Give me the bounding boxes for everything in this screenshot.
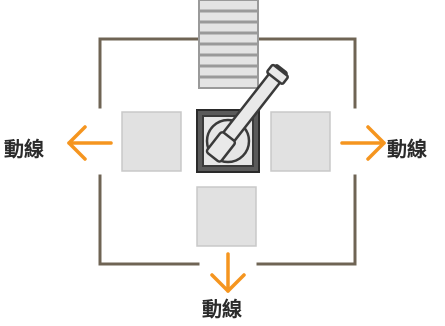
- wall-top-left: [98, 37, 200, 109]
- wall-top-right: [256, 37, 357, 109]
- wall-bottom-left: [98, 174, 200, 266]
- staircase-icon: [198, 0, 259, 89]
- flow-label-bottom: 動線: [202, 297, 242, 321]
- square-bottom: [196, 186, 257, 247]
- square-right: [270, 111, 331, 172]
- lever-machine-icon: [196, 63, 289, 173]
- flow-label-left: 動線: [4, 137, 44, 161]
- arrow-left-icon: [67, 125, 113, 161]
- wall-bottom-right: [256, 174, 357, 266]
- arrow-down-icon: [210, 252, 246, 293]
- arrow-right-icon: [340, 125, 386, 161]
- square-left: [121, 111, 182, 172]
- room-walls: [98, 37, 357, 266]
- flow-label-right: 動線: [387, 137, 427, 161]
